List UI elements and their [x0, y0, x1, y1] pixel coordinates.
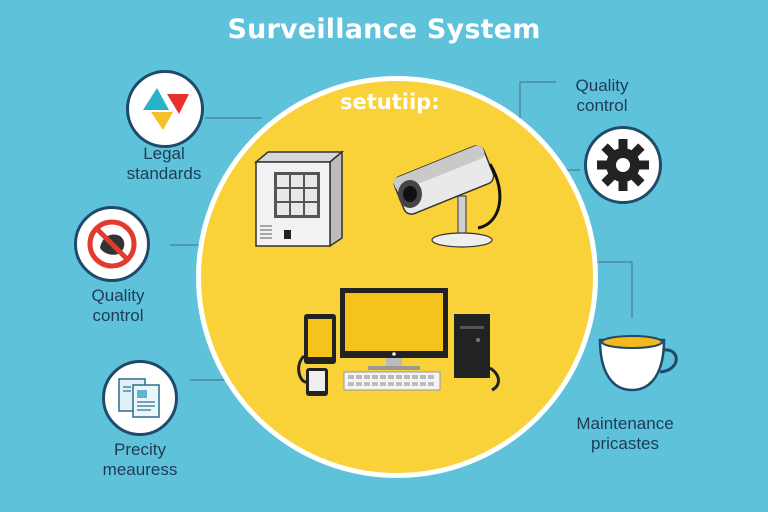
precity-measures-label: Precity meauress	[102, 440, 178, 479]
page-title: Surveillance System	[227, 14, 541, 45]
quality-control-right-icon-circle	[584, 126, 662, 204]
cup-icon	[598, 335, 678, 392]
legal-standards-label: Legal standards	[126, 144, 202, 183]
legal-standards-icon-circle	[126, 70, 204, 148]
setup-label: setutiip:	[340, 90, 440, 114]
server-icon	[253, 150, 344, 248]
triangles-logo-icon	[143, 88, 189, 130]
computer-setup-icon	[297, 288, 500, 396]
prohibited-icon	[87, 219, 137, 269]
quality-control-right-label: Quality control	[575, 76, 629, 115]
precity-measures-icon-circle	[102, 360, 178, 436]
gear-icon	[597, 139, 649, 191]
quality-control-left-icon-circle	[74, 206, 150, 282]
documents-icon	[118, 378, 160, 418]
maintenance-practices-label: Maintenance pricastes	[576, 414, 674, 453]
cctv-camera-icon	[393, 145, 502, 248]
setup-circle	[196, 76, 598, 478]
quality-control-left-label: Quality control	[91, 286, 145, 325]
